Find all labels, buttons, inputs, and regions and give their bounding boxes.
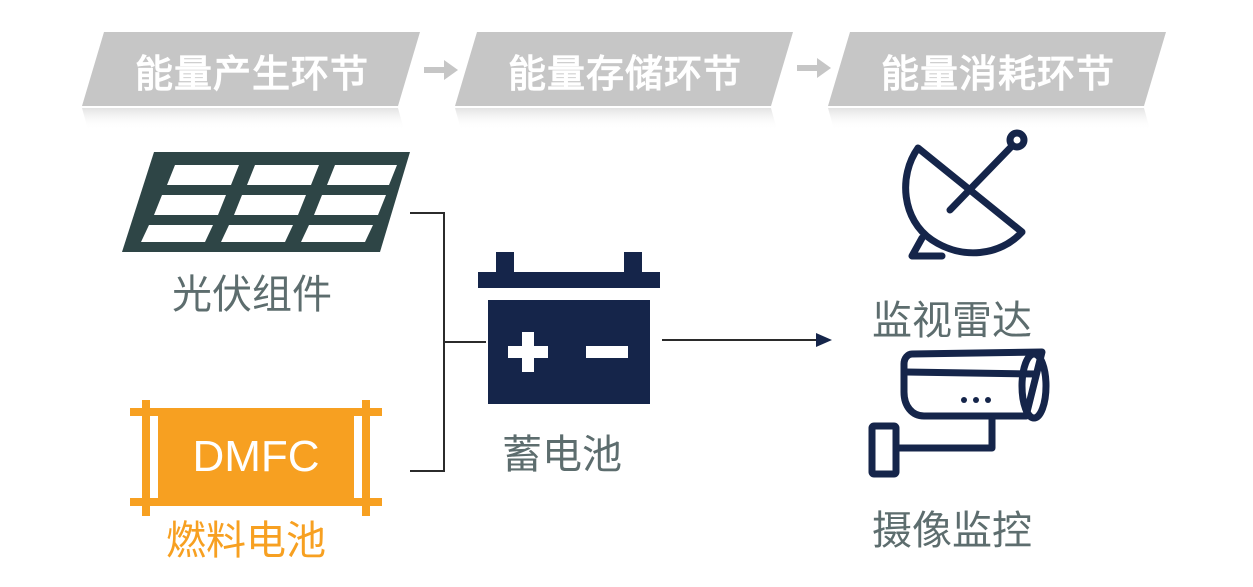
battery-icon <box>478 252 660 404</box>
banner-reflections <box>82 108 1150 130</box>
stage-arrow-1-icon <box>424 60 458 80</box>
stage-label-storage: 能量存储环节 <box>507 51 742 96</box>
stage-banner-storage: 能量存储环节 <box>455 30 795 110</box>
security-camera-icon <box>868 348 1050 478</box>
stage-arrow-2-icon <box>797 58 831 78</box>
stage-banner-consumption: 能量消耗环节 <box>828 30 1168 110</box>
merge-connector <box>410 212 486 472</box>
banner-shape <box>455 32 793 106</box>
flow-arrow-icon <box>662 333 832 347</box>
stage-label-consumption: 能量消耗环节 <box>880 51 1115 96</box>
battery-label: 蓄电池 <box>502 432 622 478</box>
fuel-cell-icon-text: DMFC <box>192 432 320 481</box>
stage-banner-generation: 能量产生环节 <box>82 30 422 110</box>
fuel-cell-icon <box>130 400 382 516</box>
banner-shape <box>82 32 420 106</box>
camera-label: 摄像监控 <box>872 508 1032 554</box>
radar-label: 监视雷达 <box>872 298 1032 344</box>
satellite-dish-icon <box>902 129 1028 260</box>
fuel-cell-label: 燃料电池 <box>166 518 326 564</box>
stage-label-generation: 能量产生环节 <box>134 51 369 96</box>
solar-panel-icon <box>122 152 410 252</box>
solar-label: 光伏组件 <box>172 272 332 318</box>
banner-shape <box>828 32 1166 106</box>
